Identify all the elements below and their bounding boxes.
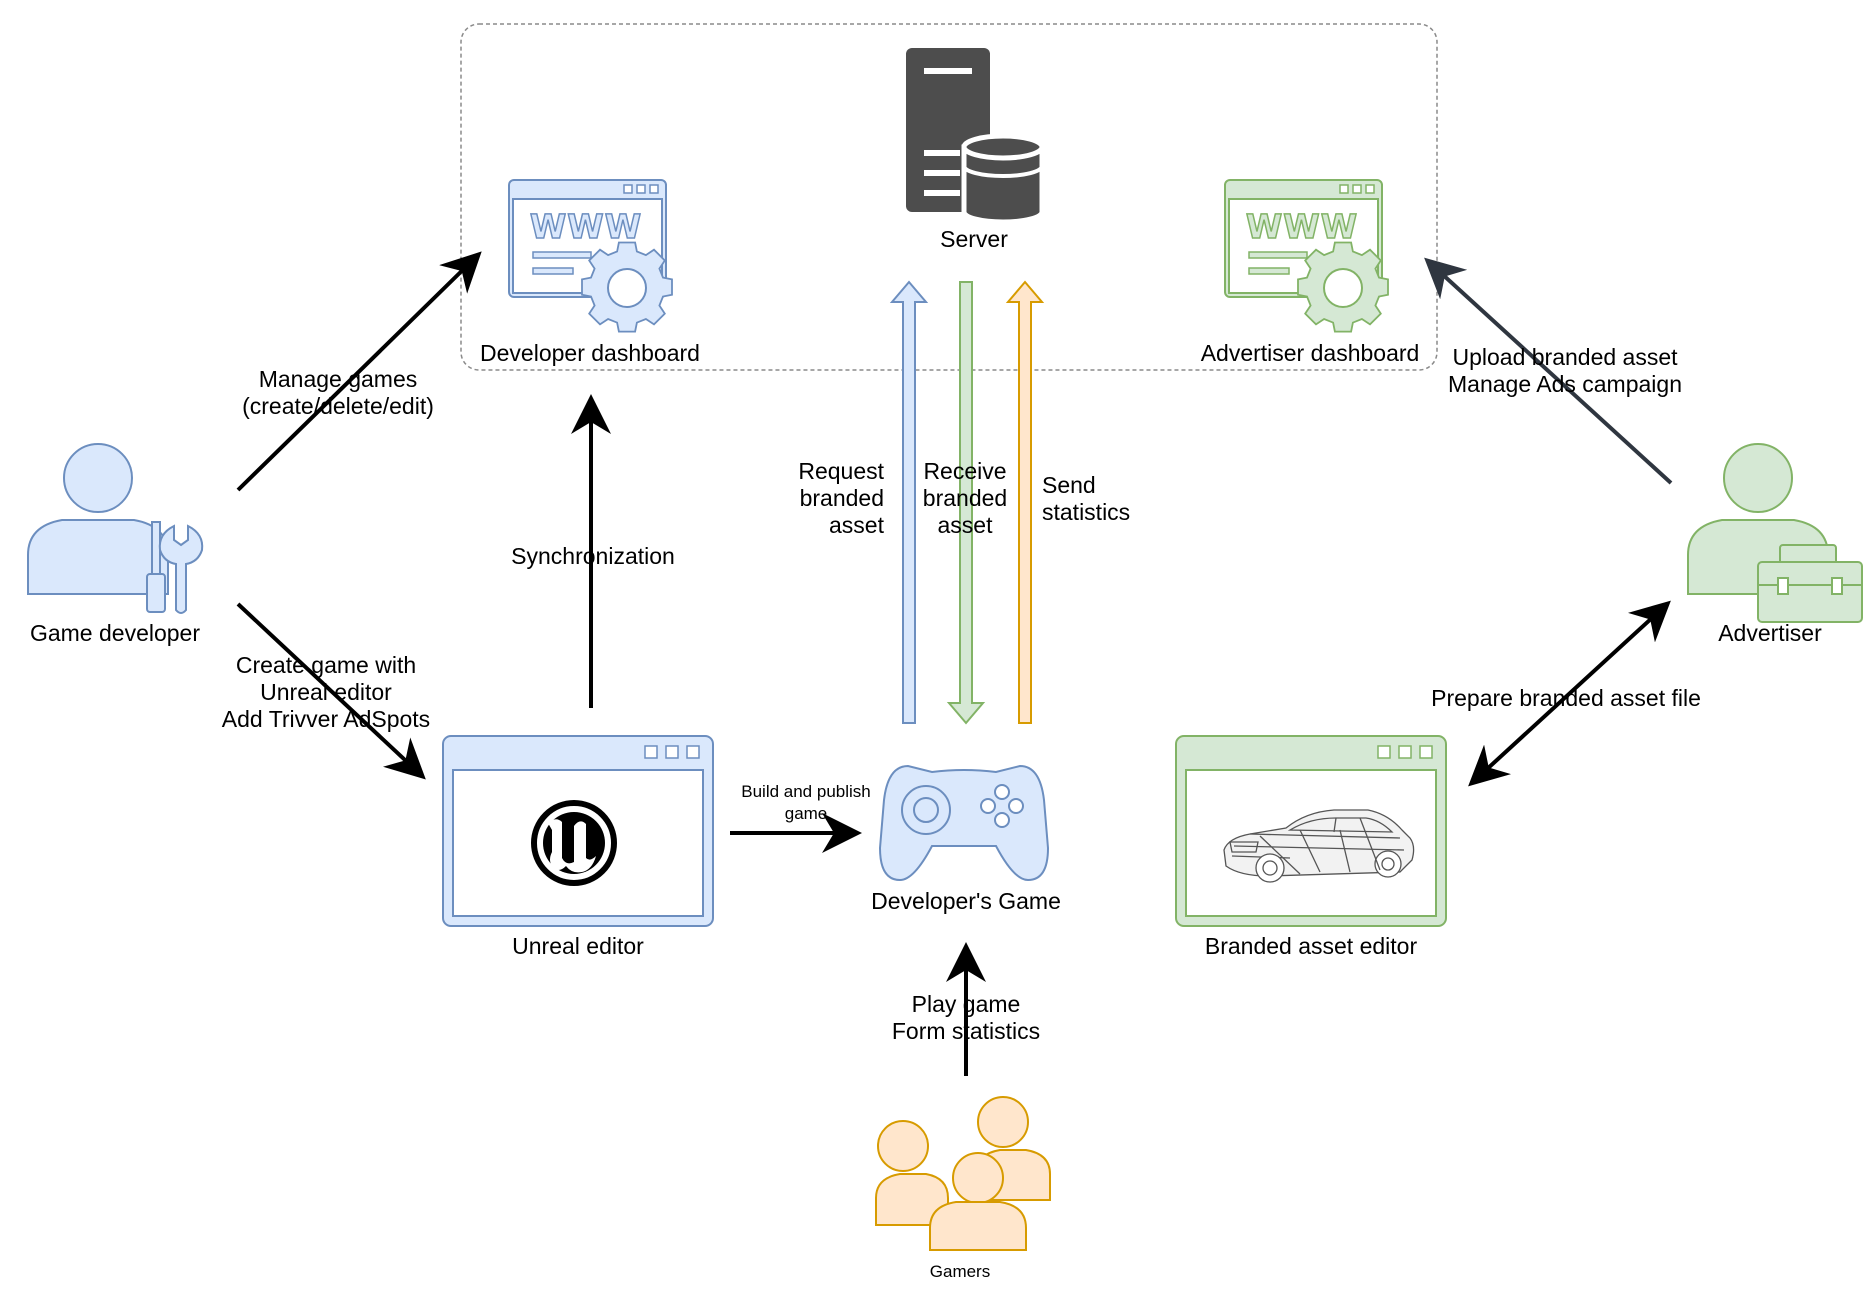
receive-asset-label: Receive branded asset [922, 458, 1008, 538]
arrow-send-statistics [1005, 280, 1045, 724]
arrow-receive-asset [946, 281, 986, 725]
prepare-asset-label: Prepare branded asset file [1431, 685, 1701, 711]
unreal-engine-logo-icon [531, 800, 617, 886]
branded-asset-editor-label: Branded asset editor [1204, 933, 1418, 959]
server-label: Server [940, 226, 1008, 252]
svg-text:WWW: WWW [530, 207, 642, 246]
car-wireframe-icon [1223, 809, 1415, 883]
create-game-label: Create game with Unreal editor Add Trivv… [221, 652, 431, 732]
advertiser-toolbox-icon [1687, 443, 1863, 623]
arrow-manage-games [236, 251, 482, 492]
advertiser-dashboard-label: Advertiser dashboard [1200, 340, 1420, 366]
unreal-editor-label: Unreal editor [512, 933, 644, 959]
developer-dashboard-web-settings-icon: WWW [508, 179, 673, 333]
game-developer-label: Game developer [29, 620, 201, 646]
svg-text:WWW: WWW [1246, 207, 1358, 246]
upload-asset-label: Upload branded asset Manage Ads campaign [1448, 344, 1682, 397]
play-game-label: Play game Form statistics [891, 991, 1041, 1044]
gamers-label: Gamers [929, 1262, 991, 1281]
game-developer-tools-icon [27, 443, 204, 614]
developer-dashboard-label: Developer dashboard [480, 340, 700, 366]
gamepad-icon [878, 764, 1050, 882]
developers-game-label: Developer's Game [871, 888, 1061, 914]
server-database-icon [906, 48, 1045, 225]
users-group-icon [875, 1096, 1051, 1251]
send-statistics-label: Send statistics [1042, 472, 1131, 525]
manage-games-label: Manage games (create/delete/edit) [242, 366, 434, 419]
server-group-boundary [460, 23, 1438, 371]
synchronization-label: Synchronization [511, 543, 675, 569]
request-asset-label: Request branded asset [798, 458, 884, 538]
arrow-request-asset [889, 280, 929, 724]
advertiser-label: Advertiser [1718, 620, 1822, 646]
arrow-create-game [236, 602, 426, 780]
build-publish-label: Build and publish game [741, 782, 871, 823]
arrow-prepare-asset [1468, 600, 1671, 787]
connector-arrows [236, 251, 1671, 1076]
arrow-upload-asset [1424, 257, 1673, 485]
advertiser-dashboard-web-settings-icon: WWW [1224, 179, 1389, 333]
